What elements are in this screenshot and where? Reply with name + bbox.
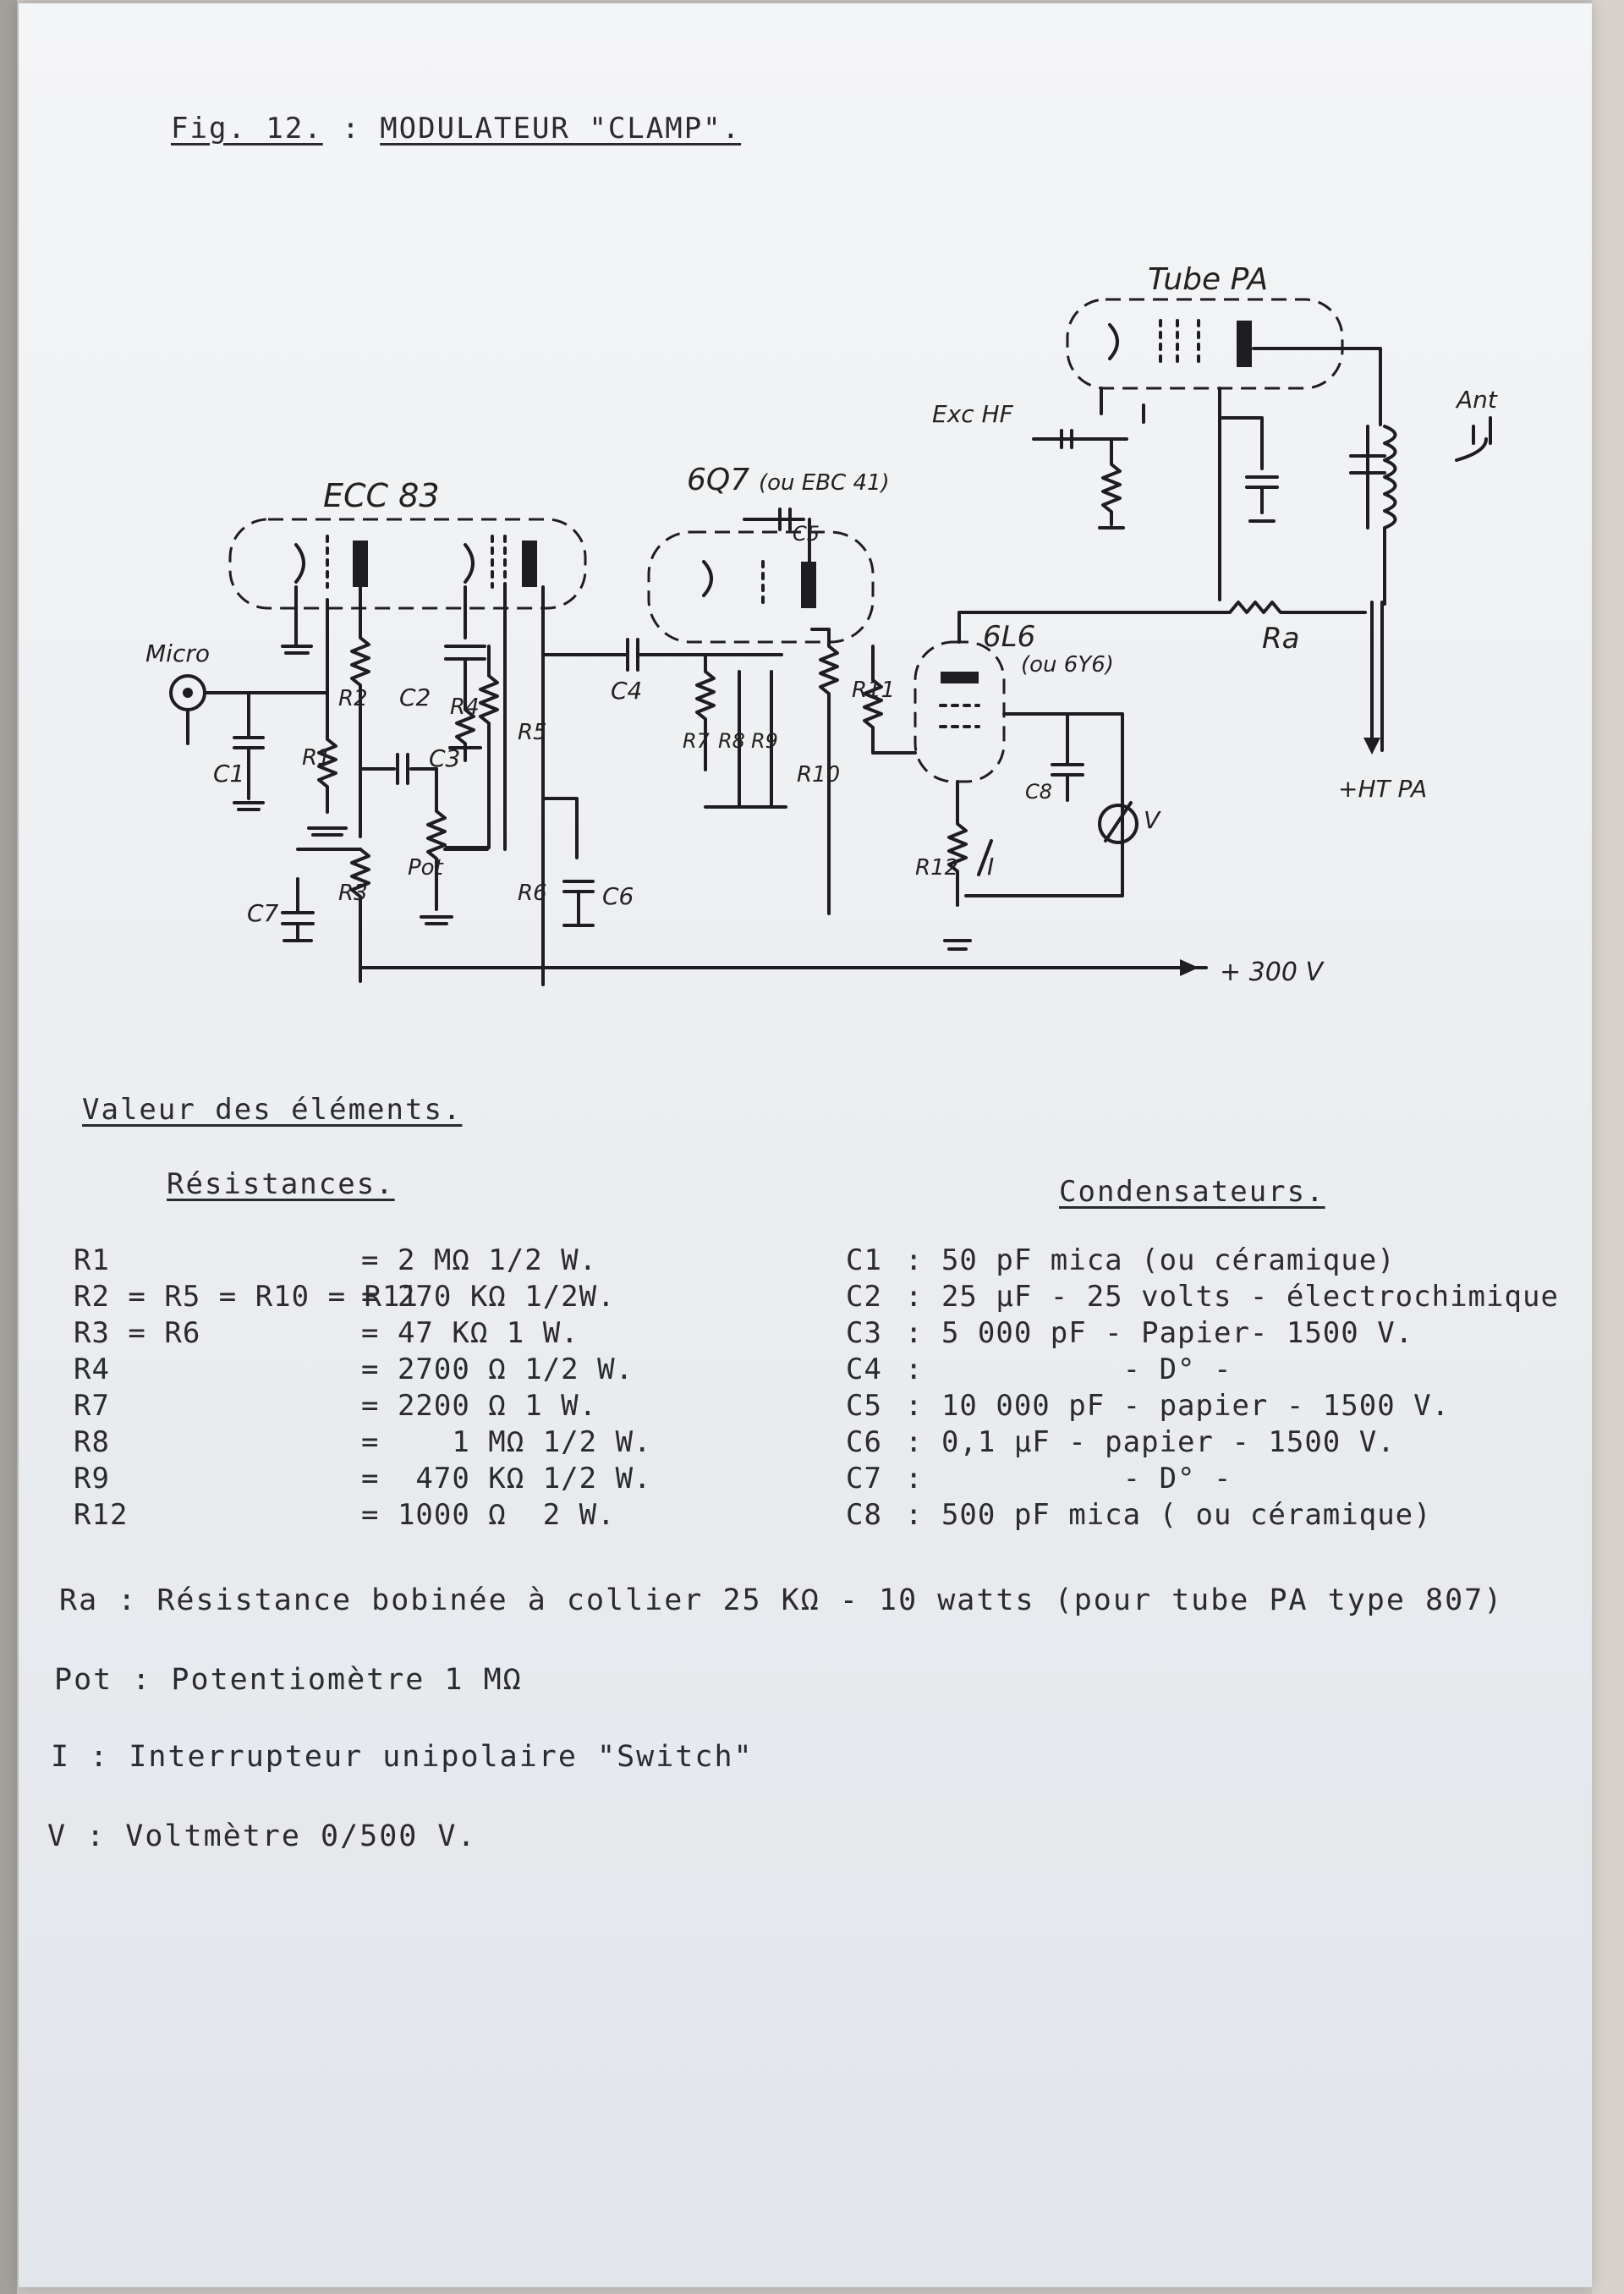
condensateur-ref: C3 — [846, 1316, 882, 1350]
label-ant: Ant — [1455, 386, 1498, 414]
document-page: Fig. 12. : MODULATEUR "CLAMP". — [19, 3, 1592, 2287]
condensateur-ref: C8 — [846, 1498, 882, 1532]
label-r6: R6 — [518, 881, 547, 906]
resistance-value: = 270 KΩ 1/2W. — [361, 1280, 616, 1314]
label-ht-pa: +HT PA — [1338, 775, 1427, 803]
label-c1: C1 — [213, 760, 244, 788]
label-pot: Pot — [408, 855, 444, 881]
label-6l6-alt: (ou 6Y6) — [1021, 652, 1114, 678]
condensateur-value: : 5 000 pF - Papier- 1500 V. — [905, 1316, 1414, 1350]
note-voltmeter: V : Voltmètre 0/500 V. — [47, 1819, 477, 1853]
label-r7: R7 — [683, 729, 710, 753]
ecc83-envelope — [228, 518, 587, 610]
condensateur-value: : - D° - — [905, 1353, 1232, 1386]
note-ra: Ra : Résistance bobinée à collier 25 KΩ … — [59, 1583, 1504, 1617]
label-r4: R4 — [450, 694, 480, 720]
condensateur-value: : 500 pF mica ( ou céramique) — [905, 1498, 1432, 1532]
resistance-ref: R4 — [74, 1353, 110, 1386]
label-6q7: 6Q7 — [687, 463, 749, 497]
label-r8: R8 — [718, 729, 745, 753]
label-ecc83: ECC 83 — [323, 477, 440, 514]
label-r12: R12 — [915, 855, 958, 881]
condensateur-ref: C4 — [846, 1353, 882, 1386]
figure-title: Fig. 12. : MODULATEUR "CLAMP". — [171, 112, 741, 145]
resistance-value: = 1000 Ω 2 W. — [361, 1498, 616, 1532]
label-c7: C7 — [247, 899, 279, 927]
resistance-ref: R2 = R5 = R10 = R11 — [74, 1280, 419, 1314]
resistance-ref: R9 — [74, 1462, 110, 1495]
condensateur-value: : - D° - — [905, 1462, 1232, 1495]
label-r3: R3 — [338, 881, 368, 906]
label-300v: + 300 V — [1220, 958, 1325, 987]
label-r9: R9 — [751, 729, 778, 753]
label-micro: Micro — [145, 639, 210, 667]
label-r10: R10 — [797, 762, 840, 788]
label-c3: C3 — [429, 744, 460, 772]
label-c4: C4 — [611, 677, 642, 705]
resistance-value: = 2200 Ω 1 W. — [361, 1389, 598, 1423]
label-6l6: 6L6 — [983, 620, 1035, 654]
condensateur-ref: C6 — [846, 1425, 882, 1459]
resistance-value: = 47 KΩ 1 W. — [361, 1316, 579, 1350]
condensateur-ref: C1 — [846, 1243, 882, 1277]
figure-number: Fig. 12. — [171, 112, 323, 145]
label-c2: C2 — [399, 683, 431, 711]
values-heading: Valeur des éléments. — [82, 1093, 463, 1127]
condensateur-value: : 25 µF - 25 volts - électrochimique — [905, 1280, 1559, 1314]
schematic-diagram: ECC 83 6Q7 (ou EBC 41) 6L6 (ou 6Y6) Tube… — [145, 262, 1498, 987]
label-ra: Ra — [1262, 622, 1299, 656]
condensateur-value: : 50 pF mica (ou céramique) — [905, 1243, 1396, 1277]
condensateur-ref: C5 — [846, 1389, 882, 1423]
resistance-ref: R1 — [74, 1243, 110, 1277]
figure-name: MODULATEUR "CLAMP". — [380, 112, 742, 145]
label-exc-hf: Exc HF — [932, 400, 1014, 428]
resistance-value: = 1 MΩ 1/2 W. — [361, 1425, 652, 1459]
label-r11: R11 — [852, 678, 895, 703]
pa-envelope — [1066, 298, 1344, 390]
condensateur-ref: C7 — [846, 1462, 882, 1495]
resistance-ref: R3 = R6 — [74, 1316, 201, 1350]
label-r2: R2 — [338, 686, 368, 711]
condensateur-value: : 10 000 pF - papier - 1500 V. — [905, 1389, 1451, 1423]
label-r1: R1 — [302, 745, 332, 771]
label-voltmeter-v: V — [1144, 806, 1161, 834]
figure-title-separator: : — [322, 112, 381, 145]
resistance-value: = 470 KΩ 1/2 W. — [361, 1462, 652, 1495]
q7-envelope — [647, 530, 875, 644]
resistances-heading: Résistances. — [167, 1167, 395, 1201]
condensateur-ref: C2 — [846, 1280, 882, 1314]
label-tube-pa: Tube PA — [1148, 262, 1268, 297]
label-switch-i: I — [987, 853, 994, 881]
resistance-ref: R7 — [74, 1389, 110, 1423]
label-r5: R5 — [518, 720, 547, 745]
resistance-ref: R12 — [74, 1498, 129, 1532]
label-6q7-alt: (ou EBC 41) — [759, 470, 890, 496]
resistance-value: = 2 MΩ 1/2 W. — [361, 1243, 598, 1277]
l6-envelope — [914, 640, 1006, 783]
resistance-ref: R8 — [74, 1425, 110, 1459]
page-edge — [1592, 0, 1624, 2294]
label-c8: C8 — [1025, 780, 1052, 804]
label-c5: C5 — [793, 522, 820, 546]
condensateur-value: : 0,1 µF - papier - 1500 V. — [905, 1425, 1396, 1459]
binder-spine — [0, 0, 17, 2294]
note-switch: I : Interrupteur unipolaire "Switch" — [51, 1740, 754, 1774]
resistance-value: = 2700 Ω 1/2 W. — [361, 1353, 634, 1386]
condensateurs-heading: Condensateurs. — [1059, 1175, 1325, 1209]
note-pot: Pot : Potentiomètre 1 MΩ — [54, 1663, 523, 1697]
label-c6: C6 — [602, 882, 634, 910]
